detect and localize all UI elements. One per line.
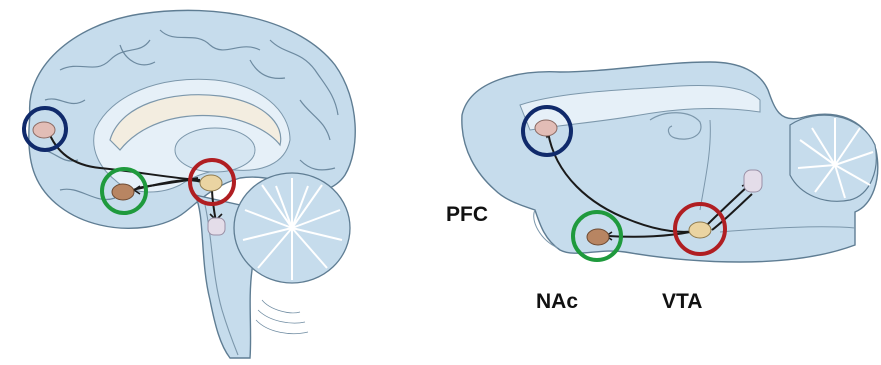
rodent-target-node	[744, 170, 762, 192]
human-pfc-neuron	[33, 122, 55, 138]
human-cerebellum	[234, 173, 350, 334]
human-nac-neuron	[112, 184, 134, 200]
human-thalamus	[175, 128, 255, 172]
human-target-node	[208, 218, 225, 235]
vta-label: VTA	[662, 290, 702, 314]
nac-label: NAc	[536, 290, 578, 314]
rodent-brain	[462, 62, 878, 262]
rodent-vta-neuron	[689, 222, 711, 238]
rodent-pfc-neuron	[535, 120, 557, 136]
human-vta-neuron	[200, 175, 222, 191]
rodent-nac-neuron	[587, 229, 609, 245]
human-brain	[24, 10, 355, 358]
pfc-label: PFC	[446, 203, 488, 227]
